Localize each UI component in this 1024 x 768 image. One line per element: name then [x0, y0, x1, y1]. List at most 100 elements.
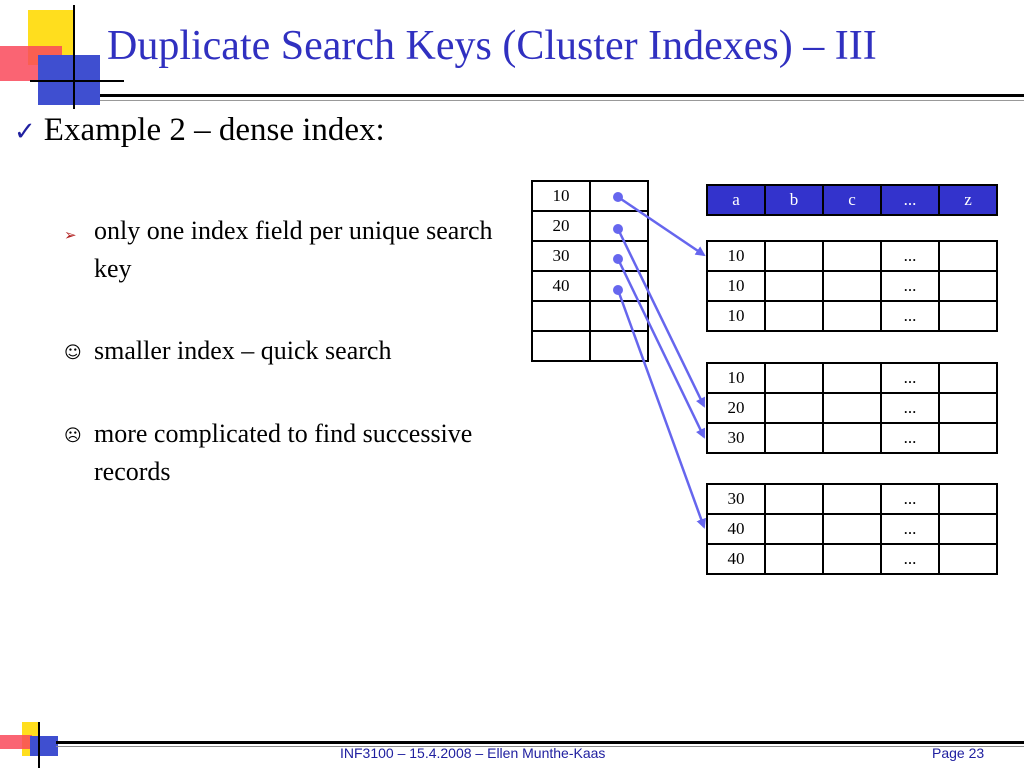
- logo-vertical-line: [73, 5, 75, 109]
- record-cell: ...: [880, 300, 940, 332]
- pointer-arrow-40: [616, 289, 706, 529]
- header-cell: c: [822, 184, 882, 216]
- pointer-dot: [613, 224, 623, 234]
- index-row: [531, 300, 649, 332]
- main-bullet: ✓Example 2 – dense index:: [14, 112, 385, 149]
- checkmark-icon: ✓: [14, 117, 36, 147]
- record-cell: [938, 483, 998, 515]
- record-cell: [764, 240, 824, 272]
- footer-logo-line: [38, 722, 40, 768]
- record-cell: [938, 300, 998, 332]
- record-cell: [764, 483, 824, 515]
- index-key: [531, 330, 591, 362]
- record-key: 40: [706, 513, 766, 545]
- record-cell: [822, 300, 882, 332]
- header-cell: b: [764, 184, 824, 216]
- index-row: 30: [531, 240, 649, 272]
- record-cell: [822, 392, 882, 424]
- title-rule-thin: [100, 100, 1024, 101]
- record-row: 20...: [706, 392, 998, 424]
- pointer-arrow-20: [616, 228, 706, 408]
- pointer-dot: [613, 285, 623, 295]
- header-row: a b c ... z: [706, 184, 998, 216]
- record-cell: [822, 240, 882, 272]
- index-key: [531, 300, 591, 332]
- record-cell: [764, 513, 824, 545]
- record-cell: [764, 300, 824, 332]
- record-cell: [764, 392, 824, 424]
- record-row: 10...: [706, 300, 998, 332]
- record-cell: ...: [880, 513, 940, 545]
- frown-icon: ☹: [64, 426, 82, 446]
- footer-text: INF3100 – 15.4.2008 – Ellen Munthe-Kaas: [340, 745, 606, 761]
- pointer-dot: [613, 192, 623, 202]
- record-key: 10: [706, 362, 766, 394]
- sub-bullet-text: more complicated to find successive reco…: [94, 419, 473, 486]
- record-cell: ...: [880, 422, 940, 454]
- slide-title: Duplicate Search Keys (Cluster Indexes) …: [107, 23, 877, 69]
- record-cell: [764, 270, 824, 302]
- record-row: 10...: [706, 270, 998, 302]
- record-cell: [822, 543, 882, 575]
- footer-rule: [56, 741, 1024, 744]
- pointer-dot: [613, 254, 623, 264]
- sub-bullet-text: only one index field per unique search k…: [94, 216, 493, 283]
- sub-bullet-1: ➢ only one index field per unique search…: [64, 212, 504, 288]
- record-cell: ...: [880, 543, 940, 575]
- record-cell: [938, 270, 998, 302]
- record-cell: ...: [880, 392, 940, 424]
- record-cell: ...: [880, 240, 940, 272]
- arrow-bullet-icon: ➢: [64, 226, 77, 244]
- header-cell: z: [938, 184, 998, 216]
- index-key: 40: [531, 270, 591, 302]
- record-cell: [822, 270, 882, 302]
- data-block-3: 30... 40... 40...: [706, 483, 998, 575]
- data-block-2: 10... 20... 30...: [706, 362, 998, 454]
- page-number: Page 23: [932, 745, 985, 761]
- index-pointer: [589, 240, 649, 272]
- record-cell: [938, 240, 998, 272]
- main-bullet-text: Example 2 – dense index:: [43, 112, 385, 148]
- record-cell: [938, 543, 998, 575]
- record-cell: [938, 422, 998, 454]
- record-cell: [822, 513, 882, 545]
- title-rule: [100, 94, 1024, 97]
- footer-logo-blue: [30, 736, 58, 756]
- pointer-arrow-10: [617, 195, 706, 257]
- record-cell: [938, 513, 998, 545]
- record-key: 10: [706, 240, 766, 272]
- record-key: 30: [706, 483, 766, 515]
- data-block-1: 10... 10... 10...: [706, 240, 998, 332]
- record-row: 40...: [706, 513, 998, 545]
- record-cell: [938, 392, 998, 424]
- record-cell: ...: [880, 362, 940, 394]
- record-header: a b c ... z: [706, 184, 998, 216]
- record-key: 10: [706, 300, 766, 332]
- footer-logo-red: [0, 735, 32, 749]
- record-row: 30...: [706, 483, 998, 515]
- record-key: 30: [706, 422, 766, 454]
- record-key: 20: [706, 392, 766, 424]
- sub-bullet-text: smaller index – quick search: [94, 336, 392, 365]
- record-cell: ...: [880, 483, 940, 515]
- record-row: 40...: [706, 543, 998, 575]
- record-row: 10...: [706, 362, 998, 394]
- record-key: 10: [706, 270, 766, 302]
- sub-bullet-3: ☹ more complicated to find successive re…: [64, 415, 504, 491]
- sub-bullet-2: ☺ smaller index – quick search: [64, 332, 504, 370]
- header-cell: a: [706, 184, 766, 216]
- record-cell: [822, 362, 882, 394]
- logo-horizontal-line: [30, 80, 124, 82]
- index-key: 30: [531, 240, 591, 272]
- record-cell: [764, 362, 824, 394]
- index-key: 10: [531, 180, 591, 212]
- header-cell: ...: [880, 184, 940, 216]
- record-cell: [764, 543, 824, 575]
- footer-rule-thin: [56, 746, 1024, 747]
- smile-icon: ☺: [64, 343, 82, 363]
- record-cell: [938, 362, 998, 394]
- record-cell: ...: [880, 270, 940, 302]
- record-cell: [822, 422, 882, 454]
- record-row: 30...: [706, 422, 998, 454]
